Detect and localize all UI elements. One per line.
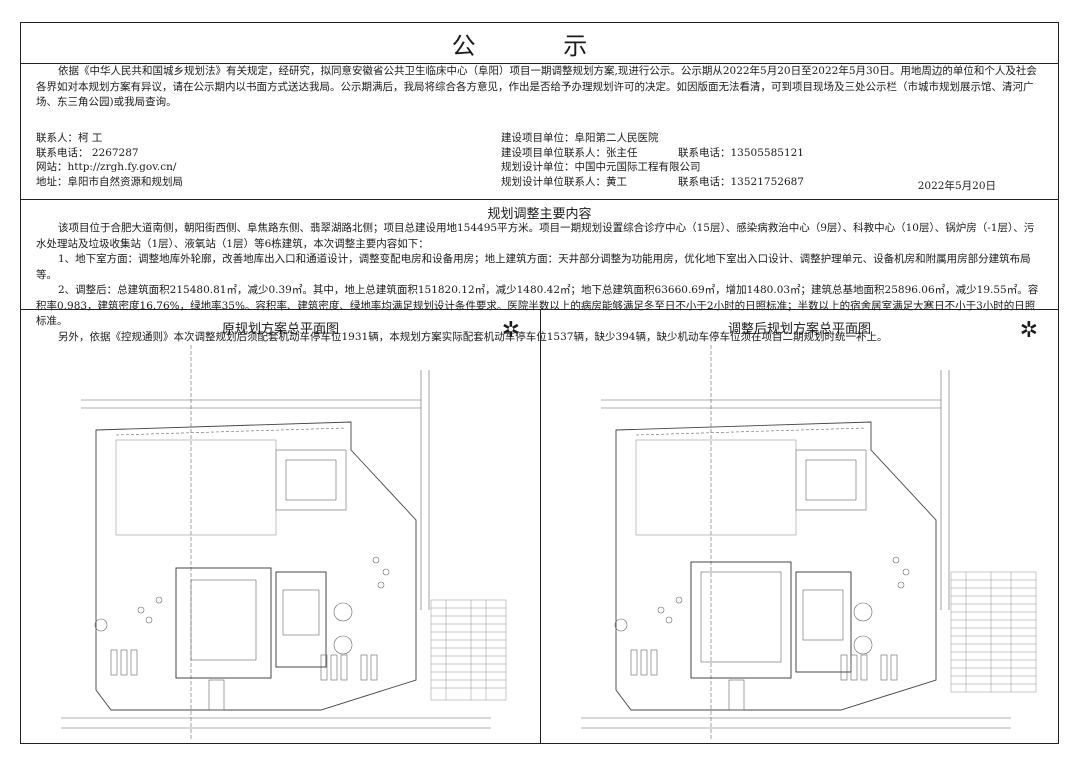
adjusted-plan-title: 调整后规划方案总平面图	[727, 322, 871, 337]
contacts-right: 建设项目单位：阜阳第二人民医院 建设项目单位联系人：张主任 联系电话：135055…	[501, 131, 804, 190]
compass-rose-icon: ✲	[501, 318, 520, 343]
page-title: 公 示	[451, 32, 628, 60]
design-contact-text: 规划设计单位联系人：黄工	[501, 175, 627, 188]
design-unit: 规划设计单位：中国中元国际工程有限公司	[501, 160, 701, 175]
contact-phone: 联系电话： 2267287	[36, 146, 139, 159]
notice-text: 依据《中华人民共和国城乡规划法》有关规定，经研究，拟同意安徽省公共卫生临床中心（…	[36, 64, 1043, 111]
project-contact-phone: 联系电话：13505585121	[678, 146, 804, 159]
original-site-plan-drawing	[61, 345, 507, 740]
project-contact: 建设项目单位联系人：张主任 联系电话：13505585121	[501, 146, 804, 161]
contact-block: 联系人：柯 工 联系电话： 2267287 网站：http://zrgh.fy.…	[36, 131, 1041, 191]
section-paragraph-3: 2、调整后：总建筑面积215480.81㎡，减少0.39㎡。其中，地上总建筑面积…	[36, 284, 1039, 327]
contact-address: 地址：阜阳市自然资源和规划局	[36, 175, 183, 188]
compass-rose-icon: ✲	[1019, 318, 1038, 343]
project-contact-text: 建设项目单位联系人：张主任	[501, 146, 638, 159]
original-plan-title: 原规划方案总平面图	[221, 322, 339, 337]
contacts-left: 联系人：柯 工 联系电话： 2267287 网站：http://zrgh.fy.…	[36, 131, 183, 189]
section-paragraph-2: 1、地下室方面：调整地库外轮廓，改善地库出入口和通道设计，调整变配电房和设备用房…	[36, 253, 1031, 281]
notice-frame: 公 示 依据《中华人民共和国城乡规划法》有关规定，经研究，拟同意安徽省公共卫生临…	[20, 22, 1059, 744]
contact-website: 网站：http://zrgh.fy.gov.cn/	[36, 161, 177, 173]
divider	[21, 199, 1058, 200]
section-paragraph-1: 该项目位于合肥大道南侧，朝阳街西侧、阜焦路东侧、翡翠湖路北侧；项目总建设用地15…	[36, 222, 1035, 250]
adjusted-site-plan-drawing	[581, 345, 1037, 740]
adjusted-plan-panel: 调整后规划方案总平面图 ✲	[541, 310, 1058, 743]
notice-date: 2022年5月20日	[917, 180, 996, 192]
title-row: 公 示	[21, 23, 1058, 64]
project-unit-text: 建设项目单位：阜阳第二人民医院	[501, 132, 659, 144]
notice-paragraph: 依据《中华人民共和国城乡规划法》有关规定，经研究，拟同意安徽省公共卫生临床中心（…	[36, 65, 1037, 108]
section-title: 规划调整主要内容	[487, 207, 592, 222]
divider	[21, 309, 1058, 310]
project-unit: 建设项目单位：阜阳第二人民医院	[501, 131, 701, 146]
section-body: 该项目位于合肥大道南侧，朝阳街西侧、阜焦路东侧、翡翠湖路北侧；项目总建设用地15…	[36, 221, 1043, 345]
design-unit-text: 规划设计单位：中国中元国际工程有限公司	[501, 161, 701, 173]
contact-person: 联系人：柯 工	[36, 132, 103, 144]
section-paragraph-4: 另外，依据《控规通则》本次调整规划后须配套机动车停车位1931辆，本规划方案实际…	[58, 330, 888, 343]
design-contact-phone: 联系电话：13521752687	[678, 175, 804, 188]
original-plan-panel: 原规划方案总平面图 ✲	[21, 310, 541, 743]
design-contact: 规划设计单位联系人：黄工 联系电话：13521752687	[501, 175, 804, 190]
